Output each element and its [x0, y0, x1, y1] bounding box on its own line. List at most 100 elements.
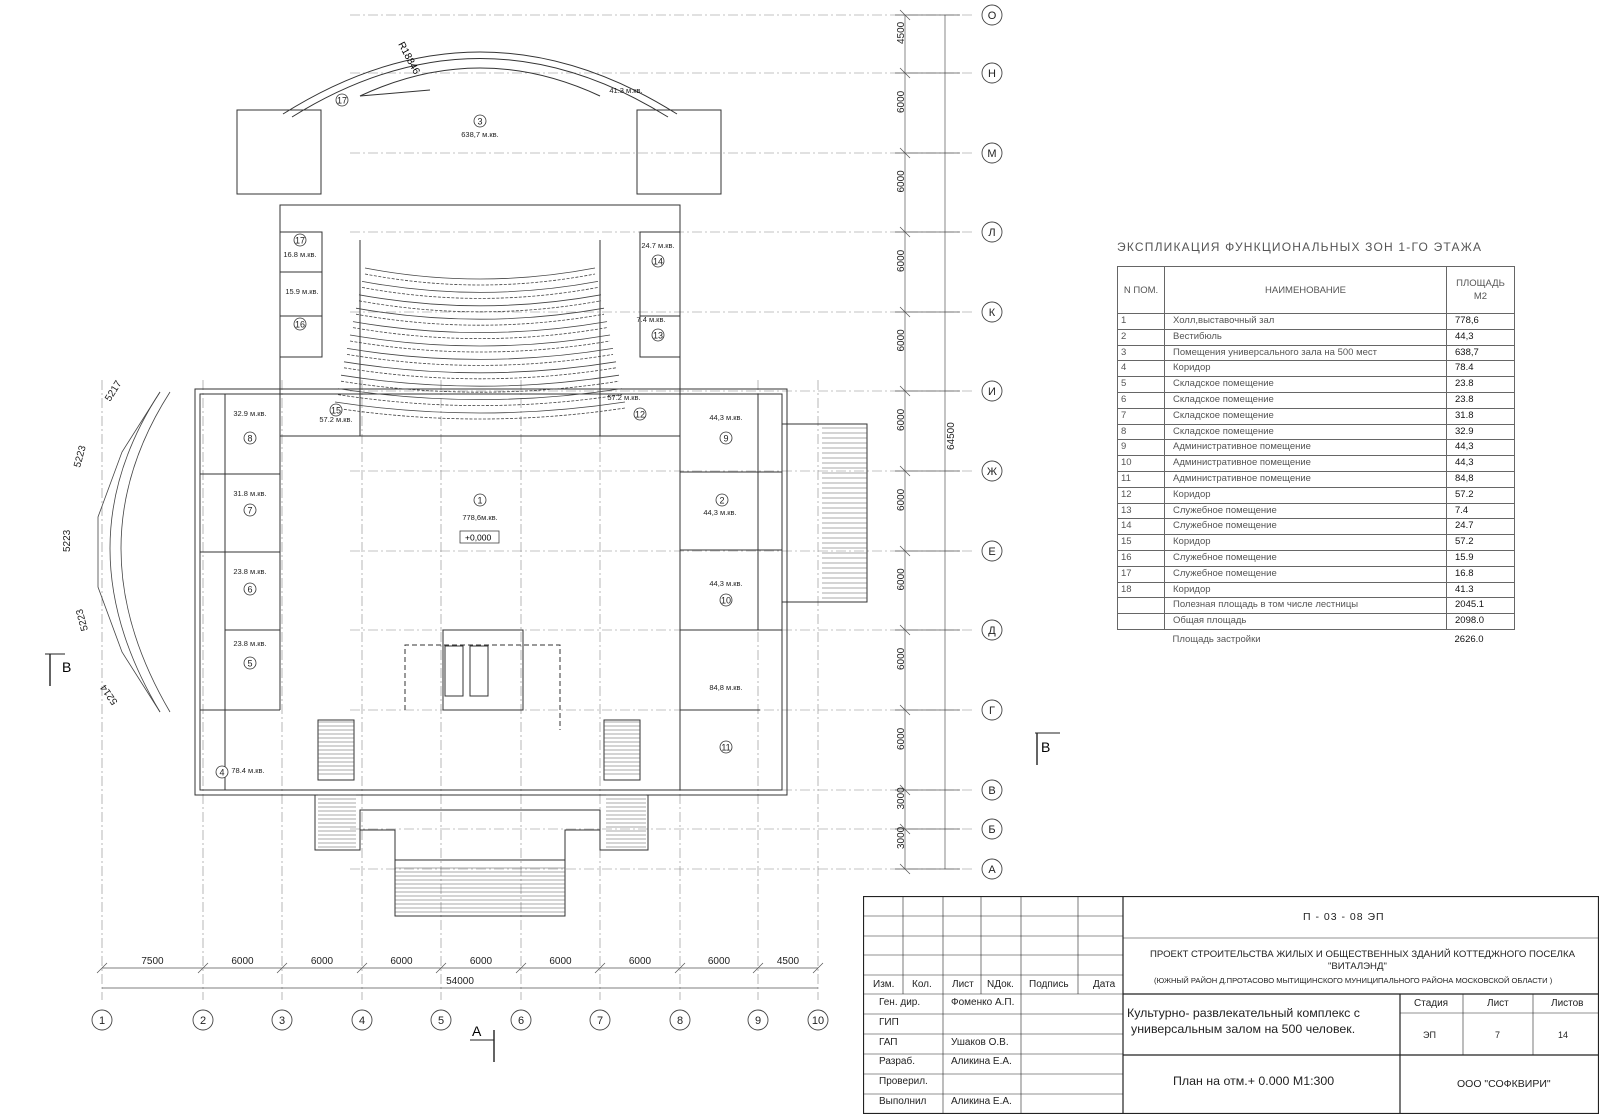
dim-vertical: 3000 [896, 787, 907, 810]
axis-marker-num-7: 7 [589, 1009, 611, 1031]
dim-horizontal: 6000 [629, 956, 652, 967]
room-number: 15 [331, 406, 341, 416]
dimension-labels: 4500600060006000600060006000600060006000… [62, 21, 957, 987]
axis-marker-num-1: 1 [91, 1009, 113, 1031]
dim-horizontal: 6000 [311, 956, 334, 967]
row-area: 778,6 [1446, 313, 1515, 330]
row-name: Складское помещение [1164, 407, 1447, 425]
row-num: 13 [1117, 502, 1165, 520]
row-name: Складское помещение [1164, 376, 1447, 393]
role-person: Ушаков О.В. [951, 1036, 1009, 1048]
row-name: Складское помещение [1164, 423, 1447, 441]
room-number: 7 [247, 506, 252, 516]
row-area: 44,3 [1446, 439, 1515, 457]
axis-label: О [988, 10, 997, 22]
role-person: Аликина Е.А. [951, 1056, 1012, 1068]
col-num-header: N ПОМ. [1117, 266, 1165, 314]
stage-label: Стадия [1414, 998, 1449, 1009]
row-name: Административное помещение [1164, 455, 1447, 472]
row-name: Коридор [1164, 486, 1447, 504]
row-num: 5 [1117, 376, 1165, 393]
footer-name: Площадь застройки [1172, 633, 1261, 645]
title-block: П - 03 - 08 ЭП ПРОЕКТ СТРОИТЕЛЬСТВА ЖИЛЫ… [863, 896, 1599, 1114]
footer-area: 2626.0 [1454, 633, 1484, 645]
footer-num [1118, 629, 1165, 650]
company-name: ООО "СОФКВИРИ" [1457, 1078, 1551, 1090]
row-area: 16.8 [1446, 565, 1515, 583]
axis-label: Е [988, 546, 995, 558]
dim-vertical: 6000 [896, 488, 907, 511]
row-name: Коридор [1164, 581, 1447, 599]
row-num: 15 [1117, 534, 1165, 551]
row-area: 7.4 [1446, 502, 1515, 520]
stage-value: ЭП [1423, 1030, 1436, 1040]
row-name: Вестибюль [1164, 328, 1447, 346]
section-marker-b-right: В [1035, 732, 1060, 765]
dim-vertical: 4500 [896, 21, 907, 44]
axis-marker-num-3: 3 [271, 1009, 293, 1031]
row-area: 84,8 [1446, 470, 1515, 488]
room-r8: 832.9 м.кв. [233, 409, 267, 445]
axis-label: 5 [438, 1015, 444, 1027]
dim-horizontal: 6000 [549, 956, 572, 967]
room-r18: 41.3 м.кв. [609, 86, 642, 95]
axis-marker-num-6: 6 [510, 1009, 532, 1031]
role-label: Разраб. [879, 1056, 916, 1068]
room-r17b: 17 [335, 93, 349, 107]
axis-label: 9 [755, 1015, 761, 1027]
row-name: Коридор [1164, 534, 1447, 551]
axis-marker-1: О [981, 4, 1003, 26]
row-num: 17 [1117, 565, 1165, 583]
auditorium-seating [334, 267, 626, 420]
room-r6: 623.8 м.кв. [233, 567, 267, 596]
row-name: Служебное помещение [1164, 549, 1447, 567]
header-data: Дата [1093, 979, 1116, 990]
room-r13: 137.4 м.кв. [636, 315, 666, 342]
summary-area: 2098.0 [1446, 613, 1515, 630]
role-person: Аликина Е.А. [951, 1096, 1012, 1107]
room-number: 11 [721, 743, 730, 753]
section-marker-b-left: В [45, 653, 71, 686]
axis-label: В [988, 785, 995, 797]
dim-horizontal: 6000 [708, 956, 731, 967]
dim-vertical: 6000 [896, 408, 907, 431]
role-label: Ген. дир. [879, 997, 921, 1008]
dim-horizontal: 4500 [777, 956, 800, 967]
axis-label: К [989, 307, 996, 319]
row-num: 8 [1117, 423, 1165, 441]
role-label: Выполнил [879, 1096, 927, 1107]
doc-code: П - 03 - 08 ЭП [1303, 911, 1385, 923]
axis-label: 6 [518, 1015, 524, 1027]
axis-marker-6: И [981, 380, 1003, 402]
axis-marker-7: Ж [981, 460, 1003, 482]
plan-title: План на отм.+ 0.000 М1:300 [1173, 1074, 1335, 1088]
axis-marker-13: А [981, 858, 1003, 880]
axis-marker-8: Е [981, 540, 1003, 562]
row-area: 78.4 [1446, 360, 1515, 378]
row-num: 4 [1117, 360, 1165, 378]
dim-vertical: 6000 [896, 90, 907, 113]
row-area: 41.3 [1446, 581, 1515, 599]
axis-label: Л [988, 227, 995, 239]
row-area: 31.8 [1446, 407, 1515, 425]
room-area: 44,3 м.кв. [709, 413, 742, 422]
dim-vertical: 6000 [896, 647, 907, 670]
row-area: 638,7 [1446, 344, 1515, 362]
row-num: 14 [1117, 518, 1165, 536]
summary-num [1117, 597, 1165, 615]
row-area: 15.9 [1446, 549, 1515, 567]
role-label: ГИП [879, 1016, 899, 1028]
explication-footer-row: Площадь застройки 2626.0 [1118, 629, 1515, 650]
